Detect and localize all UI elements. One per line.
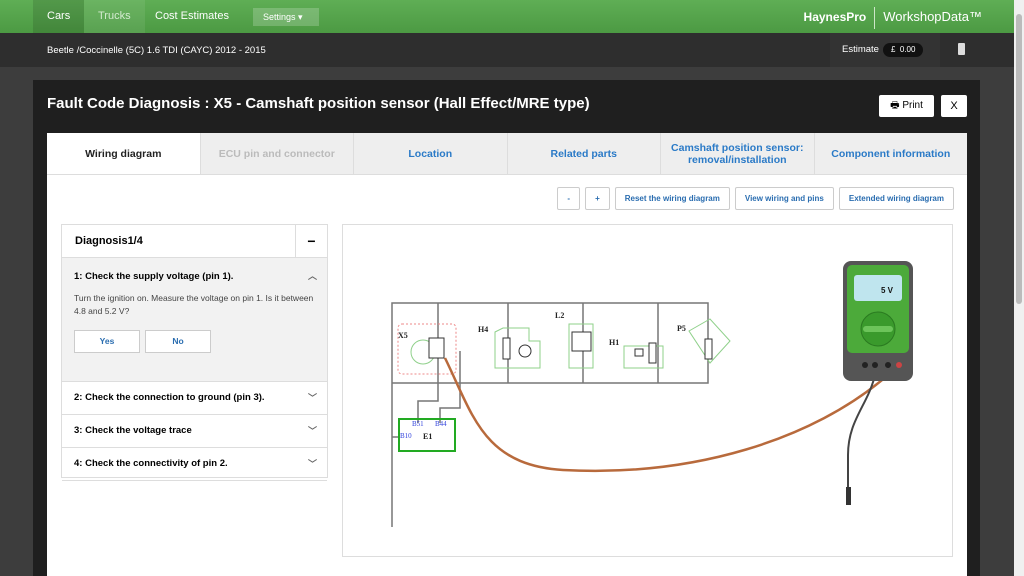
diagnosis-header[interactable]: Diagnosis1/4 −	[62, 225, 327, 258]
currency: £	[890, 45, 896, 54]
logo: HaynesPro WorkshopData™	[804, 0, 982, 33]
wiring-diagram[interactable]: X5 H4 L2 H1 P5 E1 B51 B44 B10	[342, 224, 953, 557]
component-symbols	[502, 331, 713, 364]
top-nav: Cars Trucks Cost Estimates Settings ▾ Ha…	[0, 0, 1014, 33]
vehicle-bar: Beetle /Coccinelle (5C) 1.6 TDI (CAYC) 2…	[0, 33, 1014, 67]
product-name: WorkshopData™	[883, 9, 982, 24]
tab-ecu-pin: ECU pin and connector	[199, 133, 354, 174]
print-button[interactable]: 🖶 Print	[879, 95, 934, 117]
x5-body	[428, 337, 445, 359]
estimate-label: Estimate	[842, 44, 879, 55]
no-button[interactable]: No	[145, 330, 211, 353]
chevron-down-icon: ﹀	[307, 393, 317, 403]
label-e1: E1	[423, 432, 432, 441]
step-title: 2: Check the connection to ground (pin 3…	[74, 392, 265, 403]
view-wiring-button[interactable]: View wiring and pins	[734, 187, 834, 210]
tab-bar: Wiring diagram ECU pin and connector Loc…	[47, 133, 967, 175]
tab-wiring-diagram[interactable]: Wiring diagram	[47, 133, 200, 174]
printer-icon: 🖶	[890, 100, 900, 111]
fault-code-modal: Fault Code Diagnosis : X5 - Camshaft pos…	[33, 80, 980, 576]
x5-highlight	[397, 323, 457, 375]
step-description: Turn the ignition on. Measure the voltag…	[74, 293, 314, 316]
diagnosis-title: Diagnosis1/4	[75, 235, 143, 247]
extended-diagram-button[interactable]: Extended wiring diagram	[838, 187, 954, 210]
ecu-e1[interactable]	[398, 418, 456, 452]
brand-name: HaynesPro	[803, 10, 867, 24]
zoom-in-button[interactable]: +	[585, 187, 610, 210]
diagnosis-panel: Diagnosis1/4 − 1: Check the supply voltag…	[61, 224, 328, 481]
label-h1: H1	[609, 338, 619, 347]
collapse-icon[interactable]: −	[295, 225, 327, 257]
label-x5: X5	[398, 331, 408, 340]
wires	[391, 302, 709, 527]
multimeter[interactable]: 5 V	[843, 261, 913, 381]
zoom-out-button[interactable]: -	[557, 187, 581, 210]
chevron-up-icon: ︿	[307, 271, 317, 281]
ecu-pin-labels: B51 B44 B10	[400, 420, 447, 440]
diagram-toolbar: - + Reset the wiring diagram View wiring…	[557, 187, 954, 210]
estimate-value: 0.00	[899, 45, 916, 54]
nav-cost-estimates[interactable]: Cost Estimates	[155, 10, 229, 22]
pin-b10: B10	[400, 432, 412, 440]
tab-component-information[interactable]: Component information	[813, 133, 968, 174]
vehicle-title: Beetle /Coccinelle (5C) 1.6 TDI (CAYC) 2…	[47, 45, 266, 56]
tab-removal-installation[interactable]: Camshaft position sensor: removal/instal…	[660, 133, 814, 174]
yes-button[interactable]: Yes	[74, 330, 140, 353]
settings-dropdown[interactable]: Settings ▾	[253, 8, 319, 26]
pin-b44: B44	[435, 420, 447, 428]
diagnosis-step[interactable]: 2: Check the connection to ground (pin 3…	[62, 382, 327, 415]
reset-diagram-button[interactable]: Reset the wiring diagram	[614, 187, 730, 210]
step-title: 1: Check the supply voltage (pin 1).	[74, 271, 234, 282]
label-h4: H4	[478, 325, 488, 334]
label-p5: P5	[677, 324, 686, 333]
components	[494, 318, 731, 369]
chevron-down-icon: ﹀	[307, 426, 317, 436]
diagnosis-step[interactable]: 3: Check the voltage trace ﹀	[62, 415, 327, 448]
tab-location[interactable]: Location	[353, 133, 507, 174]
component-labels: X5 H4 L2 H1 P5 E1	[398, 311, 686, 441]
caret-down-icon: ▾	[298, 12, 303, 22]
nav-cars[interactable]: Cars	[33, 0, 85, 33]
tab-related-parts[interactable]: Related parts	[506, 133, 661, 174]
content-panel: Wiring diagram ECU pin and connector Loc…	[47, 133, 967, 576]
nav-trucks[interactable]: Trucks	[84, 0, 145, 33]
estimate-button[interactable]: Estimate£ 0.00	[830, 33, 940, 67]
page-title: Fault Code Diagnosis : X5 - Camshaft pos…	[47, 95, 590, 112]
settings-label: Settings	[263, 12, 296, 22]
print-label: Print	[902, 100, 923, 111]
estimate-badge: £ 0.00	[882, 43, 924, 57]
diagnosis-step[interactable]: 1: Check the supply voltage (pin 1). ︿ T…	[62, 258, 327, 382]
diagnosis-step[interactable]: 4: Check the connectivity of pin 2. ﹀	[62, 448, 327, 481]
multimeter-display: 5 V	[881, 286, 894, 295]
calculator-icon[interactable]	[958, 43, 965, 55]
scrollbar[interactable]	[1014, 0, 1024, 576]
step-title: 3: Check the voltage trace	[74, 425, 192, 436]
black-probe	[846, 487, 851, 505]
pin-b51: B51	[412, 420, 424, 428]
black-probe-lead	[847, 374, 876, 500]
red-probe-lead	[443, 357, 889, 473]
step-title: 4: Check the connectivity of pin 2.	[74, 458, 228, 469]
scrollbar-thumb[interactable]	[1016, 14, 1022, 304]
close-button[interactable]: X	[941, 95, 967, 117]
chevron-down-icon: ﹀	[307, 459, 317, 469]
label-l2: L2	[555, 311, 564, 320]
